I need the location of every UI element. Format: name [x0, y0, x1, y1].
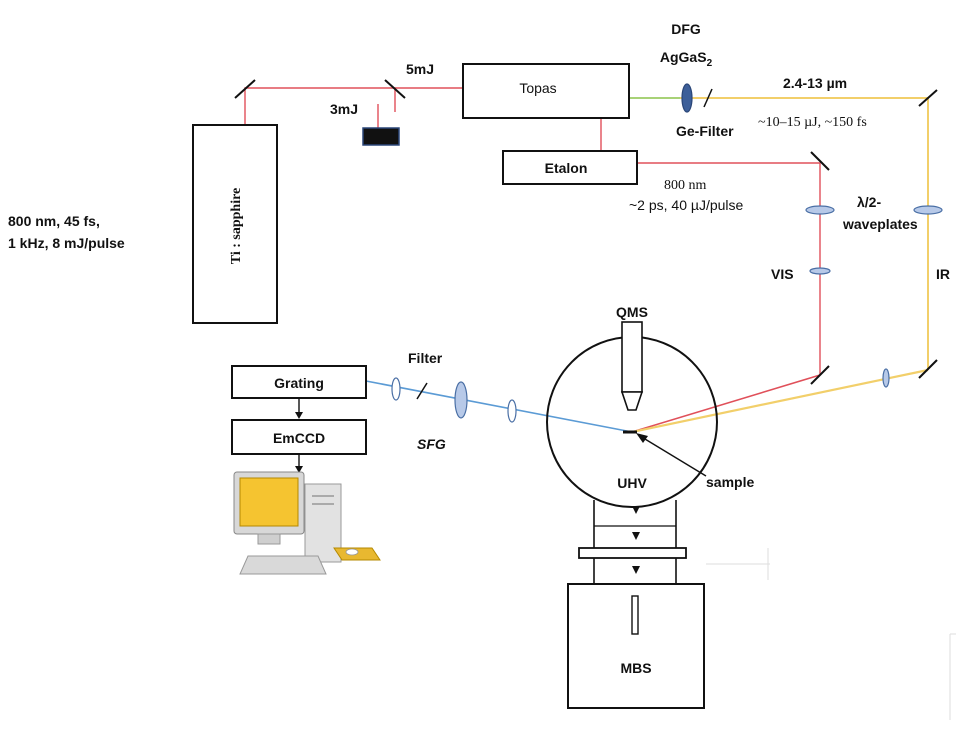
- vis-energy-label: ~2 ps, 40 µJ/pulse: [629, 197, 744, 213]
- waveplates-label-1: λ/2-: [857, 194, 881, 210]
- grating-box: [231, 365, 367, 399]
- dfg-crystal-subscript: 2: [707, 58, 713, 69]
- dfg-crystal-name: AgGaS: [660, 49, 707, 65]
- sfg-beam: [365, 380, 633, 433]
- mirror-4: [810, 151, 830, 171]
- mbs-slit: [631, 595, 639, 635]
- mouse: [345, 548, 359, 556]
- emccd-label: EmCCD: [273, 430, 325, 446]
- waveplates-label-2: waveplates: [842, 216, 918, 232]
- valve-marker-2: [632, 532, 640, 540]
- vis-beam-main: [244, 87, 396, 125]
- sample-arrow-head: [636, 433, 648, 443]
- dfg-crystal-label: AgGaS2: [660, 49, 713, 69]
- sfg-lens-1: [507, 399, 517, 423]
- mirror-5: [810, 365, 830, 385]
- ir-label: IR: [936, 266, 950, 282]
- mbs-label: MBS: [620, 660, 651, 676]
- laser-spec-line-1: 800 nm, 45 fs,: [8, 213, 100, 229]
- mirrors: [234, 79, 938, 385]
- ir-beam-to-sample: [631, 368, 929, 434]
- ir-energy-label: ~10–15 µJ, ~150 fs: [758, 115, 867, 130]
- ti-sapphire-laser: [192, 124, 278, 324]
- valve-marker-1: [632, 506, 640, 514]
- vis-beam-to-sample: [631, 374, 821, 433]
- computer-icon: [233, 471, 381, 575]
- emccd-arrow-head: [295, 466, 303, 473]
- flange-plate: [578, 547, 687, 559]
- topas-box: [462, 63, 630, 119]
- valve-marker-3: [632, 566, 640, 574]
- etalon-label: Etalon: [545, 160, 588, 176]
- grating-label: Grating: [274, 375, 324, 391]
- qms-tube: [621, 321, 643, 393]
- sfg-lens-3: [391, 377, 401, 401]
- topas-label: Topas: [519, 80, 556, 96]
- qms-label: QMS: [616, 304, 648, 320]
- keyboard: [239, 555, 327, 575]
- laser-spec-line-2: 1 kHz, 8 mJ/pulse: [8, 235, 125, 251]
- filter-label: Filter: [408, 350, 443, 366]
- optics: [391, 83, 943, 423]
- ir-lens-near-chamber: [882, 368, 890, 388]
- ge-filter-label: Ge-Filter: [676, 123, 734, 139]
- mirror-1: [234, 79, 256, 99]
- etalon-box: [502, 150, 638, 185]
- mirror-3: [918, 89, 938, 107]
- mirror-6: [918, 359, 938, 379]
- dfg-label: DFG: [671, 21, 701, 37]
- sfg-filter-plate: [416, 382, 428, 400]
- grating-arrow-head: [295, 412, 303, 419]
- ti-sapphire-label: Ti : sapphire: [229, 188, 244, 265]
- uhv-chamber: [546, 321, 718, 508]
- vis-beam-etalon-out: [637, 162, 821, 375]
- beam-paths: [244, 87, 929, 434]
- uhv-label: UHV: [617, 475, 647, 491]
- qms-tip: [620, 391, 644, 411]
- vis-waveplate: [805, 205, 835, 215]
- vis-label: VIS: [771, 266, 794, 282]
- monitor-screen: [239, 477, 299, 527]
- sample-label: sample: [706, 474, 754, 490]
- ge-filter-plate: [703, 88, 713, 108]
- dfg-crystal: [681, 83, 693, 113]
- pulse-3mj-label: 3mJ: [330, 101, 358, 117]
- ir-range-label: 2.4-13 µm: [783, 75, 847, 91]
- sample-arrow: [639, 435, 707, 477]
- beam-dump-icon: [362, 127, 400, 146]
- sfg-lens-2: [454, 381, 468, 419]
- mirror-2: [384, 79, 406, 99]
- pulse-5mj-label: 5mJ: [406, 61, 434, 77]
- sfg-label: SFG: [417, 436, 446, 452]
- ir-waveplate: [913, 205, 943, 215]
- vis-wavelength-label: 800 nm: [664, 178, 707, 193]
- lower-assembly: [567, 500, 956, 720]
- vis-polarizer: [809, 267, 831, 275]
- monitor-stand: [257, 533, 281, 545]
